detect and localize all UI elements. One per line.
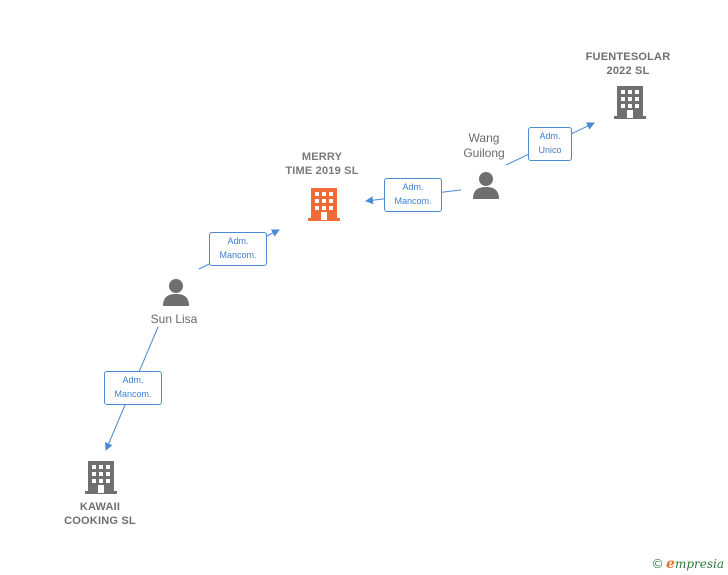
brand-rest: mpresia	[674, 557, 724, 571]
building-icon[interactable]	[614, 84, 646, 120]
edge-label-line2: Mancom.	[219, 250, 257, 260]
company-name-line1: FUENTESOLAR	[585, 51, 671, 63]
brand-initial: e	[666, 556, 675, 572]
person-icon[interactable]	[162, 278, 190, 306]
edge-label-adm-unico[interactable]: Adm. Unico	[528, 127, 572, 161]
edge-label-adm-mancom[interactable]: Adm. Mancom.	[209, 232, 267, 266]
edge-label-adm-mancom[interactable]: Adm. Mancom.	[384, 178, 442, 212]
person-name-line1: Wang	[468, 131, 500, 145]
company-name-line2: COOKING SL	[64, 515, 136, 527]
person-name: Sun Lisa	[150, 312, 198, 326]
copyright-symbol: ©	[652, 556, 663, 571]
person-name-line2: Guilong	[463, 146, 505, 160]
company-name-line1: KAWAII	[79, 501, 121, 513]
company-label-kawaii[interactable]: KAWAII COOKING SL	[50, 500, 150, 528]
company-name-line2: 2022 SL	[606, 65, 650, 77]
company-label-merry-time[interactable]: MERRY TIME 2019 SL	[262, 150, 382, 178]
edge-label-line2: Mancom.	[394, 196, 432, 206]
edge-label-adm-mancom[interactable]: Adm. Mancom.	[104, 371, 162, 405]
edge-label-line1: Adm.	[539, 131, 561, 141]
person-label-sun-lisa[interactable]: Sun Lisa	[134, 312, 214, 327]
edge-label-line1: Adm.	[227, 236, 249, 246]
edge-label-line1: Adm.	[402, 182, 424, 192]
building-icon[interactable]	[308, 186, 340, 222]
building-icon[interactable]	[85, 459, 117, 495]
edge-label-line2: Unico	[538, 145, 562, 155]
company-label-fuentesolar[interactable]: FUENTESOLAR 2022 SL	[578, 50, 678, 78]
person-icon[interactable]	[472, 171, 500, 199]
company-name-line1: MERRY	[301, 151, 343, 163]
edge-label-line2: Mancom.	[114, 389, 152, 399]
edge-label-line1: Adm.	[122, 375, 144, 385]
company-name-line2: TIME 2019 SL	[285, 165, 359, 177]
brand-name: empresia	[666, 556, 724, 572]
person-label-wang-guilong[interactable]: Wang Guilong	[444, 131, 524, 161]
empresia-watermark: © empresia	[653, 556, 724, 572]
